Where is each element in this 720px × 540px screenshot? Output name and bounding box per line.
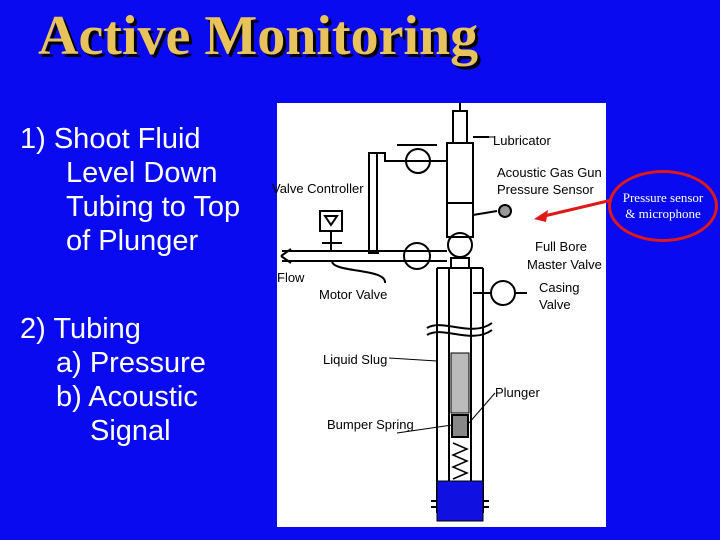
middle-valve bbox=[403, 242, 431, 270]
plunger bbox=[451, 414, 469, 438]
step-2b-acoustic: b) Acoustic bbox=[56, 381, 198, 413]
liquid-slug-leader bbox=[388, 357, 438, 362]
fluid-column bbox=[436, 480, 484, 522]
step-1-line-3: Tubing to Top bbox=[66, 191, 241, 223]
step-1-text: 1) Shoot Fluid Level Down Tubing to Top … bbox=[20, 122, 240, 258]
label-bumper-spring: Bumper Spring bbox=[327, 417, 414, 432]
valve-controller-box bbox=[319, 210, 343, 232]
wellhead-diagram: Lubricator Acoustic Gas Gun Pressure Sen… bbox=[272, 103, 606, 527]
label-acoustic-gas-gun: Acoustic Gas Gun bbox=[497, 165, 602, 180]
label-lubricator: Lubricator bbox=[493, 133, 551, 148]
label-full-bore: Full Bore bbox=[535, 239, 588, 254]
callout-line-1: Pressure sensor bbox=[622, 190, 704, 205]
lubricator-housing bbox=[446, 142, 474, 204]
bumper-spring bbox=[451, 442, 469, 480]
label-master-valve: Master Valve bbox=[527, 257, 602, 272]
gas-gun-sensor bbox=[498, 204, 512, 218]
label-pressure-sensor: Pressure Sensor bbox=[497, 182, 594, 197]
step-1-line-2: Level Down bbox=[66, 157, 218, 189]
tee-block bbox=[446, 202, 474, 238]
bumper-spring-leader bbox=[396, 424, 453, 434]
step-2-text: 2) Tubing a) Pressure b) Acoustic Signal bbox=[20, 312, 206, 448]
pressure-sensor-callout: Pressure sensor & microphone bbox=[608, 170, 718, 242]
lubricator-body bbox=[452, 110, 468, 144]
step-1-line-4: of Plunger bbox=[66, 225, 199, 257]
casing-valve bbox=[490, 280, 516, 306]
callout-line-2: & microphone bbox=[625, 206, 701, 221]
step-2b-signal: Signal bbox=[90, 415, 171, 447]
liquid-slug bbox=[450, 352, 470, 414]
wellhead-drawing bbox=[280, 103, 527, 522]
label-liquid-slug: Liquid Slug bbox=[323, 352, 388, 367]
label-valve-controller: Valve Controller bbox=[272, 181, 364, 196]
slide-title: Active Monitoring bbox=[38, 5, 479, 67]
label-motor-valve: Motor Valve bbox=[319, 287, 388, 302]
upper-valve bbox=[405, 148, 431, 174]
step-1-line-1: 1) Shoot Fluid bbox=[20, 123, 201, 155]
step-2-heading: 2) Tubing bbox=[20, 313, 141, 345]
label-flow: Flow bbox=[277, 270, 305, 285]
label-plunger: Plunger bbox=[495, 385, 540, 400]
label-casing: Casing bbox=[539, 280, 580, 295]
plunger-leader bbox=[468, 392, 496, 424]
step-2a-pressure: a) Pressure bbox=[56, 347, 206, 379]
label-casing-valve: Valve bbox=[539, 297, 571, 312]
